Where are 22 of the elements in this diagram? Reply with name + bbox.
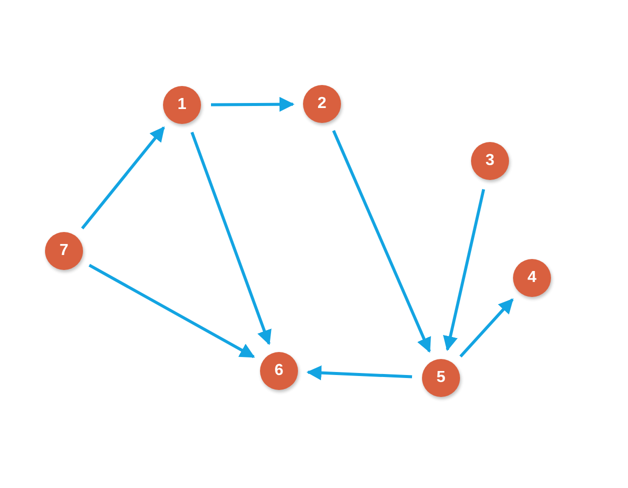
arrow — [210, 96, 294, 112]
node-circle — [422, 359, 460, 397]
node-number: 5 — [436, 369, 446, 387]
node-number: 6 — [274, 362, 284, 380]
node-number: 3 — [486, 152, 494, 170]
node-circle — [303, 85, 341, 123]
node-circle — [163, 86, 201, 124]
arrow — [459, 298, 514, 358]
arrow — [332, 130, 431, 353]
node-circle — [45, 232, 83, 270]
node-number: 2 — [318, 95, 326, 113]
arrow — [190, 132, 272, 346]
node-circle — [260, 352, 298, 390]
node-circle — [471, 142, 509, 180]
arrow — [443, 188, 486, 352]
arrow — [81, 126, 165, 230]
node-number: 7 — [60, 242, 68, 260]
node-circle — [513, 259, 551, 297]
arrow — [306, 365, 412, 380]
node-number: 1 — [178, 96, 186, 114]
node-number: 4 — [528, 269, 536, 287]
arrow — [88, 264, 255, 358]
